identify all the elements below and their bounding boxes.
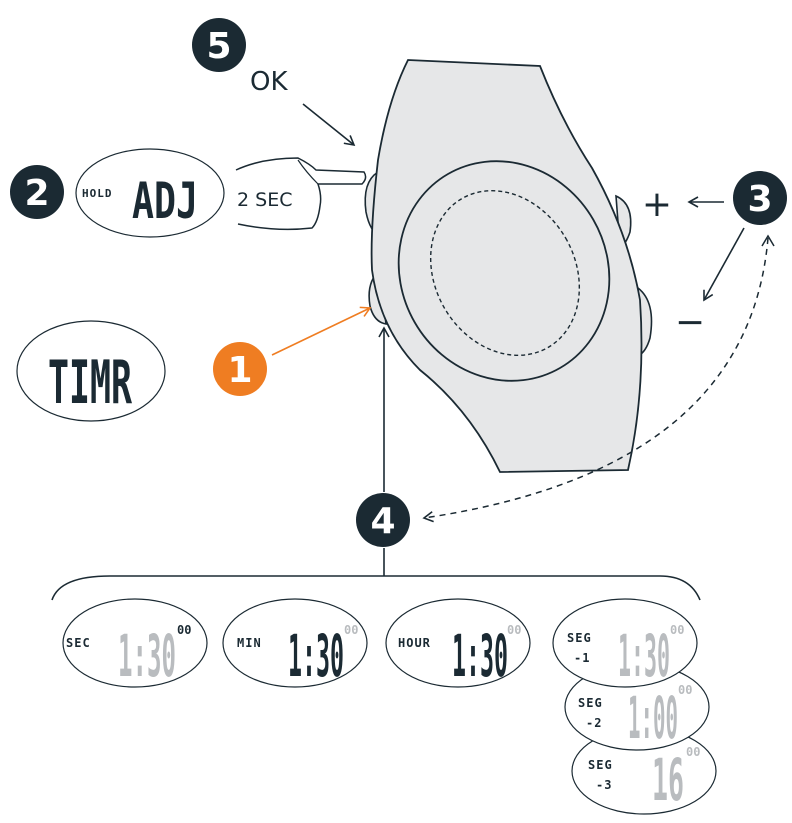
display-seg-2-small: SEG: [578, 696, 603, 710]
display-hold-adj: HOLD ADJ: [75, 148, 225, 238]
watch-bezel: [397, 160, 611, 382]
options-bracket: [51, 548, 701, 601]
display-hour-sup: 00: [507, 623, 521, 637]
display-seg-2-sup: 00: [678, 683, 692, 697]
display-sec-small: SEC: [66, 636, 91, 650]
display-seg-3-big: 16: [652, 746, 684, 814]
step-3-number: 3: [747, 179, 772, 220]
step-1-number: 1: [227, 350, 252, 391]
display-sec-sup: 00: [177, 623, 191, 637]
display-seg-1-small: SEG: [567, 631, 592, 645]
ok-label: OK: [250, 67, 288, 97]
display-sec-big: 1:30: [118, 622, 176, 690]
plus-label: +: [642, 184, 672, 225]
ok-arrow: [302, 103, 356, 147]
display-hour: HOUR 1:30 00: [385, 598, 531, 690]
display-hold-adj-big: ADJ: [132, 172, 198, 230]
display-min-small: MIN: [237, 636, 262, 650]
step-2-number: 2: [24, 173, 49, 214]
minus-label: −: [675, 302, 705, 343]
step-1-arrow: [271, 306, 372, 356]
watch-screen: [429, 190, 581, 356]
step-5-badge: 5: [192, 18, 246, 72]
step-1-badge: 1: [213, 342, 267, 396]
step-4-number: 4: [370, 501, 395, 542]
display-hour-small: HOUR: [398, 636, 431, 650]
display-seg-1: SEG -1 1:30 00: [552, 598, 698, 690]
display-seg-3-sup: 00: [686, 745, 700, 759]
display-seg-2-index: -2: [586, 716, 602, 730]
display-min-sup: 00: [344, 623, 358, 637]
display-hour-big: 1:30: [452, 622, 508, 690]
display-min-big: 1:30: [288, 622, 344, 690]
hand-press-icon: [235, 157, 367, 231]
display-timr-big: TIMR: [48, 348, 133, 418]
display-seg-1-index: -1: [574, 651, 590, 665]
hold-time-label: 2 SEC: [237, 189, 292, 211]
dashed-return-arrow: [422, 237, 769, 523]
display-seg-3-small: SEG: [588, 758, 613, 772]
display-timr: TIMR: [16, 320, 166, 422]
display-min: MIN 1:30 00: [222, 598, 368, 690]
step-4-badge: 4: [356, 493, 410, 547]
display-hold-adj-small: HOLD: [82, 187, 113, 200]
watch-body: [370, 59, 643, 473]
display-seg-2: SEG -2 1:00 00: [564, 663, 710, 752]
dashed-return-arrow-head: [761, 234, 775, 247]
display-sec: SEC 1:30 00: [62, 598, 208, 690]
watch: [364, 59, 653, 473]
step-3-badge: 3: [733, 171, 787, 225]
step-2-badge: 2: [10, 165, 64, 219]
display-seg-1-big: 1:30: [618, 622, 670, 690]
display-seg-3-index: -3: [596, 778, 612, 792]
step-5-number: 5: [206, 26, 231, 67]
minus-arrow: [703, 227, 745, 302]
display-seg-3: SEG -3 16 00: [571, 727, 717, 815]
display-seg-1-sup: 00: [670, 623, 684, 637]
display-seg-2-big: 1:00: [628, 684, 678, 752]
